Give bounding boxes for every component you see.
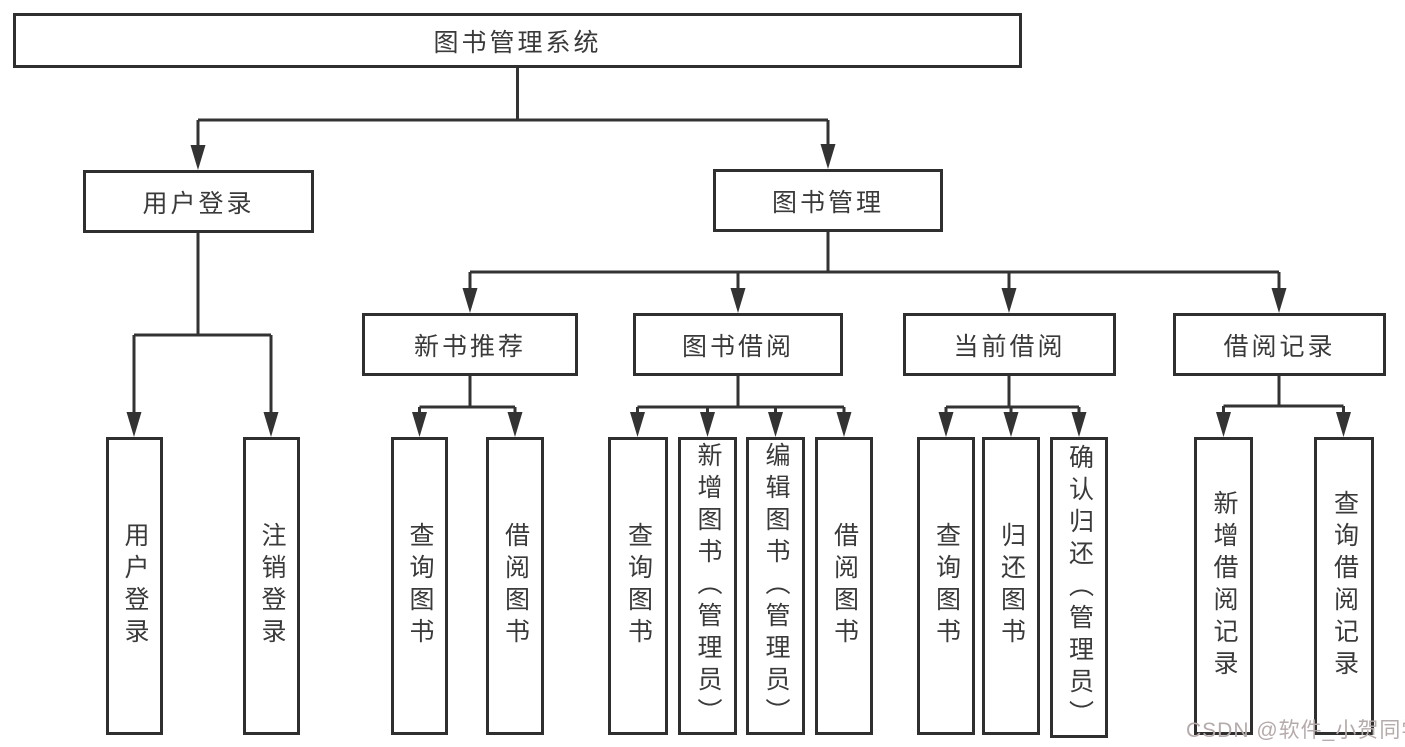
node-leaf-return-book: 归还图书 (982, 437, 1040, 735)
node-leaf-query-book-current: 查询图书 (917, 437, 975, 735)
csdn-watermark: CSDN @软件_小贺同学 (1186, 719, 1405, 742)
node-book-borrow: 图书借阅 (633, 313, 843, 376)
node-leaf-add-book-admin: 新增图书（管理员） (678, 437, 737, 735)
node-borrow-record: 借阅记录 (1173, 313, 1386, 376)
node-leaf-query-borrow-record: 查询借阅记录 (1314, 437, 1374, 735)
node-leaf-query-book-borrow: 查询图书 (608, 437, 668, 735)
node-book-management: 图书管理 (713, 169, 943, 232)
node-leaf-add-borrow-record: 新增借阅记录 (1194, 437, 1253, 735)
node-current-borrow: 当前借阅 (903, 313, 1116, 376)
node-leaf-borrow-book-recommend: 借阅图书 (486, 437, 544, 735)
node-new-book-recommend: 新书推荐 (362, 313, 578, 376)
node-leaf-edit-book-admin: 编辑图书（管理员） (746, 437, 805, 735)
node-leaf-user-login: 用户登录 (106, 437, 163, 735)
node-leaf-logout: 注销登录 (243, 437, 300, 735)
node-user-login: 用户登录 (83, 170, 314, 233)
node-library-management-system: 图书管理系统 (13, 13, 1022, 68)
node-leaf-borrow-book: 借阅图书 (815, 437, 873, 735)
node-leaf-query-book-recommend: 查询图书 (391, 437, 448, 735)
node-leaf-confirm-return-admin: 确认归还（管理员） (1050, 437, 1108, 738)
